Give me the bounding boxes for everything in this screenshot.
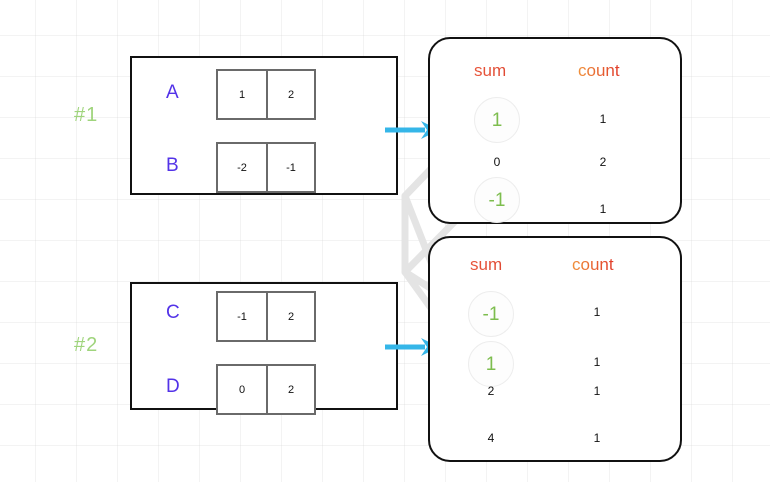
cell-b-0: -2 [237, 161, 247, 174]
cell-a-1: 2 [266, 71, 314, 118]
row-label-d: D [166, 376, 181, 397]
group-tag-1: #1 [74, 104, 99, 126]
result-1-header-sum: sum [474, 61, 507, 80]
result-2-header-sum: sum [470, 255, 503, 274]
result-1-count-1: 2 [599, 155, 607, 169]
result-panel-1 [428, 37, 682, 224]
row-label-b-abs: B [166, 155, 180, 176]
cellpair-b: -2 -1 [216, 142, 316, 193]
cell-a-0: 1 [238, 88, 246, 101]
result-2-count-2: 1 [593, 384, 601, 398]
cell-b-1: -1 [266, 144, 314, 191]
cell-c-0: -1 [237, 310, 247, 323]
result-2-sum-2: 2 [487, 384, 495, 398]
group-tag-2: #2 [74, 334, 99, 356]
cell-d-1: 2 [266, 366, 314, 413]
cellpair-a: 1 2 [216, 69, 316, 120]
row-label-a-abs: A [166, 82, 180, 103]
cell-d-0: 0 [238, 383, 246, 396]
result-1-sum-2: -1 [474, 177, 520, 223]
cellpair-d: 0 2 [216, 364, 316, 415]
result-2-count-3: 1 [593, 431, 601, 445]
result-panel-2 [428, 236, 682, 462]
result-2-sum-1: 1 [468, 341, 514, 387]
result-2-header-count: count [572, 255, 614, 274]
result-1-sum-0: 1 [474, 97, 520, 143]
result-1-count-0: 1 [599, 112, 607, 126]
cellpair-c: -1 2 [216, 291, 316, 342]
group-panel-2: -1 2 0 2 [130, 282, 398, 415]
cell-c-1: 2 [266, 293, 314, 340]
row-label-c: C [166, 302, 181, 323]
result-1-count-2: 1 [599, 202, 607, 216]
result-2-sum-0: -1 [468, 291, 514, 337]
result-2-sum-3: 4 [487, 431, 495, 445]
result-1-sum-1: 0 [493, 155, 501, 169]
result-2-count-0: 1 [593, 305, 601, 319]
result-1-header-count: count [578, 61, 620, 80]
group-panel-1: 1 2 -2 -1 [130, 56, 398, 195]
result-2-count-1: 1 [593, 355, 601, 369]
